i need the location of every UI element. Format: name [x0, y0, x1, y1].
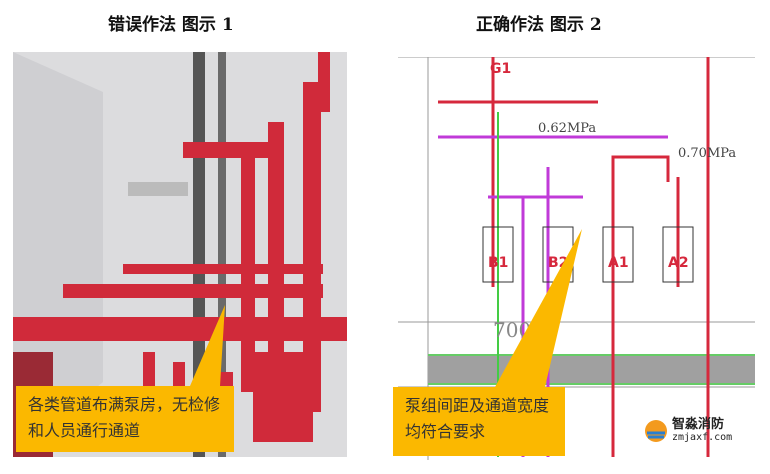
left-figure-title: 错误作法 图示 1 [108, 15, 234, 35]
logo-url: zmjaxf.com [672, 432, 733, 443]
pump-label-a2: A2 [668, 255, 689, 271]
watermark-logo: 智淼消防 zmjaxf.com [644, 418, 732, 443]
left-callout: 各类管道布满泵房，无检修和人员通行通道 [16, 386, 234, 452]
logo-name: 智淼消防 [672, 417, 725, 432]
right-callout: 泵组间距及通道宽度均符合要求 [393, 387, 565, 456]
pump-room-photo [13, 52, 347, 457]
pump-label-b1: B1 [488, 255, 508, 271]
pressure-label-1: 0.62MPa [538, 121, 596, 136]
right-figure-title: 正确作法 图示 2 [476, 15, 602, 35]
right-callout-pointer [495, 229, 582, 387]
pump-room-illustration [13, 52, 347, 457]
pump-label-a1: A1 [608, 255, 629, 271]
pressure-label-2: 0.70MPa [678, 146, 736, 161]
logo-icon [645, 419, 667, 442]
left-callout-pointer [190, 305, 225, 386]
pipe-tag: G1 [490, 61, 511, 77]
